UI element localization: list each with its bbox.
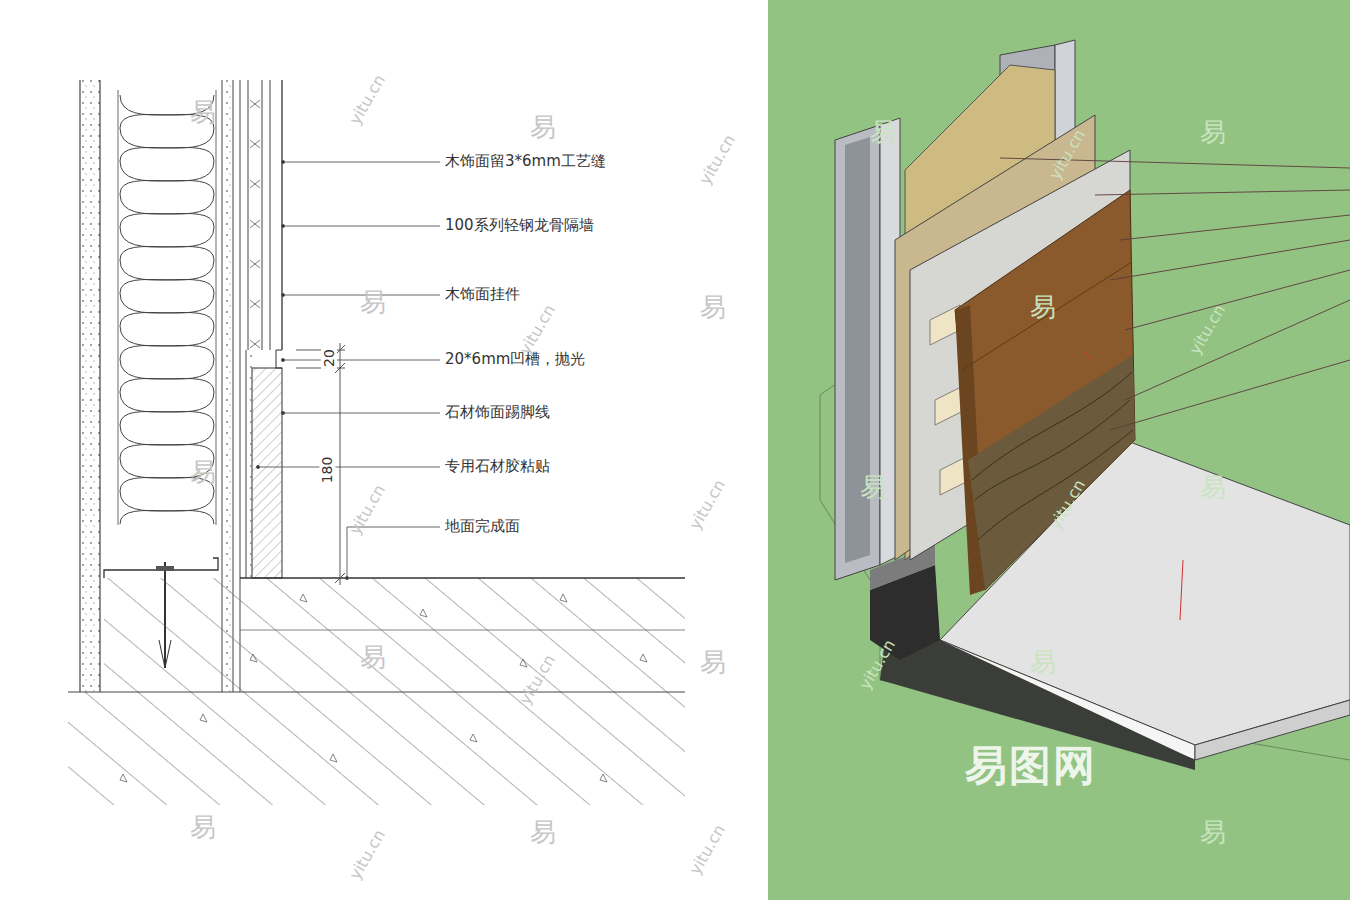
watermark: 易 — [1200, 815, 1226, 850]
callout-label: 木饰面留3*6mm工艺缝 — [445, 152, 606, 171]
watermark: 易 — [530, 110, 556, 145]
callout-label: 专用石材胶粘贴 — [445, 457, 550, 476]
watermark: 易 — [870, 115, 896, 150]
watermark: 易 — [860, 470, 886, 505]
watermark: 易 — [190, 95, 216, 130]
callout-label: 20*6mm凹槽，抛光 — [445, 350, 585, 369]
watermark: 易 — [360, 640, 386, 675]
callout-label: 地面完成面 — [445, 517, 520, 536]
watermark: 易 — [190, 455, 216, 490]
watermark: 易 — [1030, 645, 1056, 680]
watermark: 易 — [1200, 115, 1226, 150]
watermark: 易 — [530, 815, 556, 850]
watermark: 易 — [1030, 290, 1056, 325]
callout-label: 石材饰面踢脚线 — [445, 403, 550, 422]
callout-label: 木饰面挂件 — [445, 285, 520, 304]
watermark: 易 — [700, 645, 726, 680]
watermark-logo: 易图网 — [965, 738, 1097, 794]
callout-label: 100系列轻钢龙骨隔墙 — [445, 216, 594, 235]
watermark: 易 — [190, 810, 216, 845]
watermark: 易 — [700, 290, 726, 325]
dimension-text: 20 — [321, 347, 337, 369]
watermark: 易 — [360, 285, 386, 320]
watermark: 易 — [1200, 470, 1226, 505]
dimension-text: 180 — [319, 455, 335, 486]
